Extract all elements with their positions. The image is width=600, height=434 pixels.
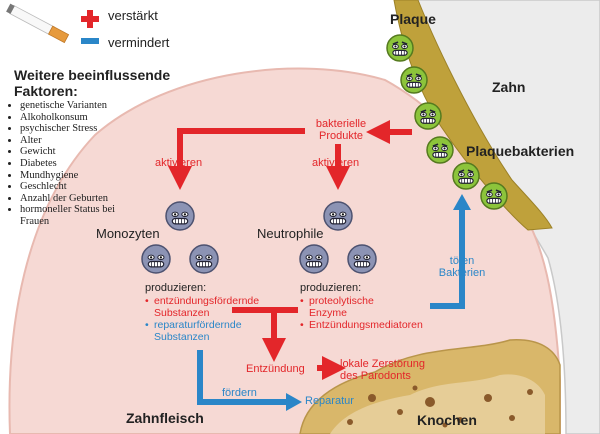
- promote-label: fördern: [222, 387, 257, 399]
- neutrophils-label: Neutrophile: [257, 226, 324, 241]
- immune-cell-icon: [165, 201, 195, 231]
- product-item: Enzyme: [309, 307, 347, 319]
- product-item: Substanzen: [154, 331, 210, 343]
- factor-item: psychischer Stress: [20, 123, 115, 135]
- plaque-layer: [393, 0, 553, 231]
- factors-list: genetische VariantenAlkoholkonsumpsychis…: [8, 100, 115, 228]
- factor-item: Alter: [20, 135, 115, 147]
- minus-icon: [81, 38, 99, 44]
- bacterium-icon: [452, 162, 480, 190]
- bacterial-products-line1: bakterielle: [315, 118, 367, 130]
- product-item: reparaturfördernde: [145, 319, 259, 331]
- bacterium-icon: [426, 136, 454, 164]
- activate-left-label: aktivieren: [155, 157, 203, 169]
- kill-bacteria-line1: töten: [449, 255, 475, 267]
- gum-label: Zahnfleisch: [126, 410, 204, 426]
- factor-item: Diabetes: [20, 158, 115, 170]
- factor-item: hormoneller Status bei: [20, 204, 115, 216]
- gum-shape: [8, 67, 561, 434]
- red-arrows: [168, 120, 412, 380]
- mono-products-list: entzündungsförderndeSubstanzenreparaturf…: [145, 295, 259, 343]
- blue-arrows: [197, 208, 465, 405]
- product-item: Entzündungsmediatoren: [300, 319, 423, 331]
- immune-cell-icon: [141, 244, 171, 274]
- immune-cell-icon: [299, 244, 329, 274]
- factor-item: Alkoholkonsum: [20, 112, 115, 124]
- product-item: entzündungsfördernde: [145, 295, 259, 307]
- activate-right-label: aktivieren: [312, 157, 360, 169]
- product-item: Substanzen: [154, 307, 210, 319]
- product-item: proteolytische: [300, 295, 423, 307]
- destruction-line2: des Parodonts: [340, 370, 411, 382]
- neutro-produce-label: produzieren:: [300, 282, 362, 294]
- factor-item: Frauen: [20, 215, 50, 227]
- neutro-products-list: proteolytischeEnzymeEntzündungsmediatore…: [300, 295, 423, 331]
- mono-produce-label: produzieren:: [145, 282, 207, 294]
- factor-item: genetische Varianten: [20, 100, 115, 112]
- factors-title-line2: Faktoren:: [14, 83, 78, 99]
- tooth-label: Zahn: [492, 79, 526, 95]
- kill-arrow-head: [453, 194, 471, 210]
- factors-title-line1: Weitere beeinflussende: [14, 67, 171, 83]
- factor-item: Gewicht: [20, 146, 115, 158]
- bacterium-icon: [414, 102, 442, 130]
- factor-item: Mundhygiene: [20, 170, 115, 182]
- inflammation-label: Entzündung: [246, 363, 305, 375]
- repair-label: Reparatur: [305, 395, 354, 407]
- immune-cells: [141, 201, 377, 274]
- plaque-label: Plaque: [390, 11, 436, 27]
- legend-increased-label: verstärkt: [108, 8, 158, 23]
- kill-bacteria-line2: Bakterien: [438, 267, 486, 279]
- immune-cell-icon: [323, 201, 353, 231]
- legend-decreased-label: vermindert: [108, 35, 170, 50]
- bacterium-icon: [400, 66, 428, 94]
- monocytes-label: Monozyten: [96, 226, 160, 241]
- factor-item: Anzahl der Geburten: [20, 193, 115, 205]
- immune-cell-icon: [189, 244, 219, 274]
- bacterium-icon: [480, 182, 508, 210]
- repair-arrow-head: [286, 393, 302, 411]
- bone-label: Knochen: [417, 412, 477, 428]
- destruction-line1: lokale Zerstörung: [340, 358, 425, 370]
- bacterium-icon: [386, 34, 414, 62]
- plaque-bacteria: [386, 34, 508, 210]
- plus-icon: [81, 10, 99, 28]
- factor-item: Geschlecht: [20, 181, 115, 193]
- cigarette-icon: [6, 3, 70, 44]
- immune-cell-icon: [347, 244, 377, 274]
- plaque-bacteria-label: Plaquebakterien: [466, 143, 575, 159]
- bacterial-products-line2: Produkte: [318, 130, 364, 142]
- bone-area: [299, 339, 561, 434]
